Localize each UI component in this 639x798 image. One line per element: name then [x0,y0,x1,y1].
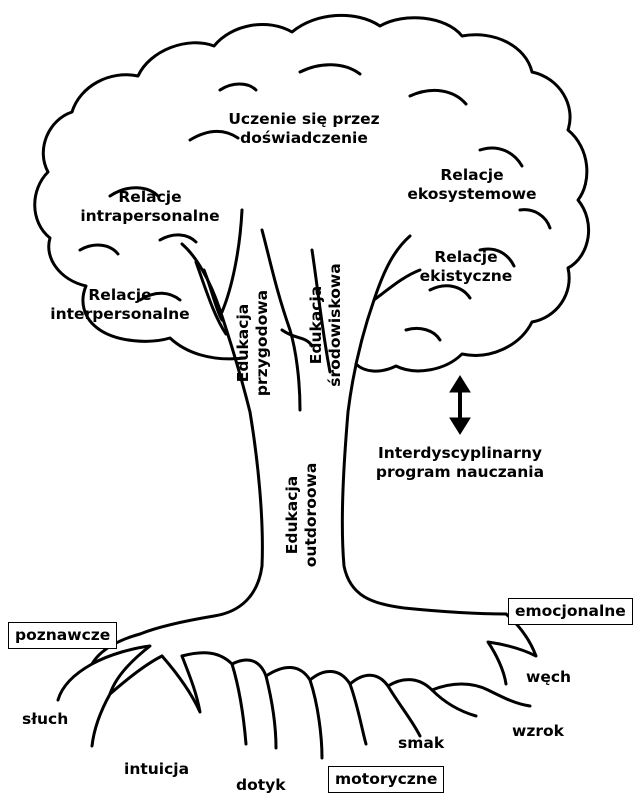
box-cognitive: poznawcze [8,622,117,649]
trunk-right [342,412,506,614]
label-environmental-line2: środowiskowa [326,257,345,393]
label-environmental: Edukacja środowiskowa [307,257,345,393]
label-intrapersonal-line2: intrapersonalne [70,207,230,226]
label-outdoor: Edukacja outdoroowa [283,453,321,577]
box-motor: motoryczne [328,766,444,793]
label-ecosystem-line2: ekosystemowe [392,185,552,204]
label-outdoor-line2: outdoroowa [302,453,321,577]
label-experience-line2: doświadczenie [214,129,394,148]
label-ecosystem: Relacje ekosystemowe [392,166,552,204]
label-existential: Relacje ekistyczne [386,248,546,286]
label-taste: smak [398,734,444,753]
label-interpersonal-line1: Relacje [40,286,200,305]
label-curriculum-line2: program nauczania [362,463,558,482]
label-touch: dotyk [236,776,286,795]
label-adventure: Edukacja przygodowa [234,283,272,403]
label-existential-line1: Relacje [386,248,546,267]
trunk-left [140,412,262,634]
label-environmental-line1: Edukacja [307,257,326,393]
label-intuition: intuicja [124,760,189,779]
label-adventure-line2: przygodowa [253,283,272,403]
label-intrapersonal-line1: Relacje [70,188,230,207]
label-experience: Uczenie się przez doświadczenie [214,110,394,148]
label-curriculum: Interdyscyplinarny program nauczania [362,444,558,482]
label-adventure-line1: Edukacja [234,283,253,403]
label-experience-line1: Uczenie się przez [214,110,394,129]
label-outdoor-line1: Edukacja [283,453,302,577]
label-hearing: słuch [22,710,68,729]
label-curriculum-line1: Interdyscyplinarny [362,444,558,463]
label-ecosystem-line1: Relacje [392,166,552,185]
box-emotional: emocjonalne [508,598,633,625]
label-existential-line2: ekistyczne [386,267,546,286]
label-interpersonal-line2: interpersonalne [40,305,200,324]
label-intrapersonal: Relacje intrapersonalne [70,188,230,226]
label-interpersonal: Relacje interpersonalne [40,286,200,324]
double-arrow-icon [450,376,470,434]
label-sight: wzrok [512,722,564,741]
label-smell: węch [526,668,571,687]
